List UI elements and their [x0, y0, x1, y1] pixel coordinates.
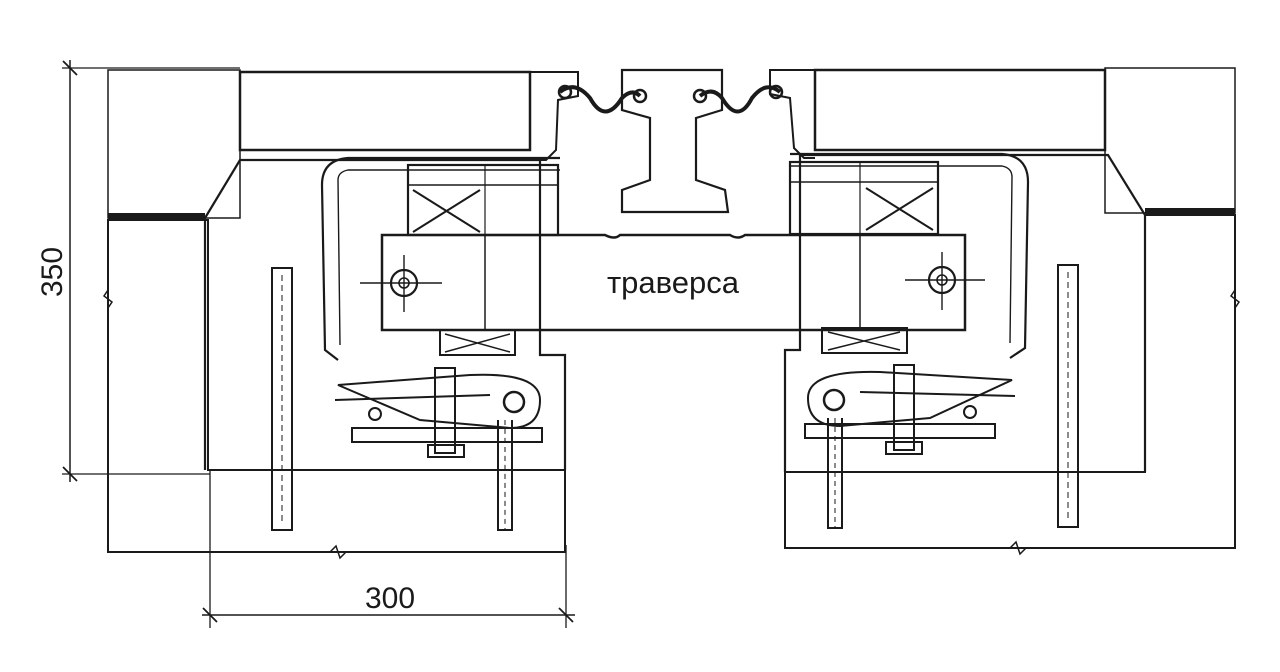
width-dimension: 300 — [202, 470, 575, 628]
right-pavement — [1104, 67, 1236, 214]
traverse-beam: траверса — [360, 233, 985, 332]
right-bolt-icon — [905, 252, 985, 310]
right-bearing-block — [788, 160, 940, 354]
middle-i-beam — [620, 68, 730, 214]
height-dimension-label: 350 — [36, 247, 69, 297]
right-seal-wave — [698, 85, 782, 114]
height-dimension: 350 — [36, 60, 240, 482]
left-seal-wave — [558, 85, 642, 114]
left-concrete-body — [107, 219, 566, 553]
width-dimension-label: 300 — [365, 582, 415, 615]
left-bolt-icon — [360, 255, 442, 312]
right-abutment — [769, 67, 1236, 549]
center-beam — [557, 68, 784, 214]
right-rubber-insert — [813, 68, 1107, 152]
left-abutment — [107, 69, 579, 553]
right-spring-assembly — [804, 364, 1016, 529]
right-edge-profile — [769, 69, 815, 159]
left-rubber-insert — [238, 70, 532, 152]
left-spring-assembly — [334, 367, 543, 531]
left-edge-profile — [530, 71, 579, 161]
left-pavement — [107, 69, 241, 219]
left-bearing-block — [406, 163, 560, 356]
traverse-label: траверса — [607, 265, 740, 300]
